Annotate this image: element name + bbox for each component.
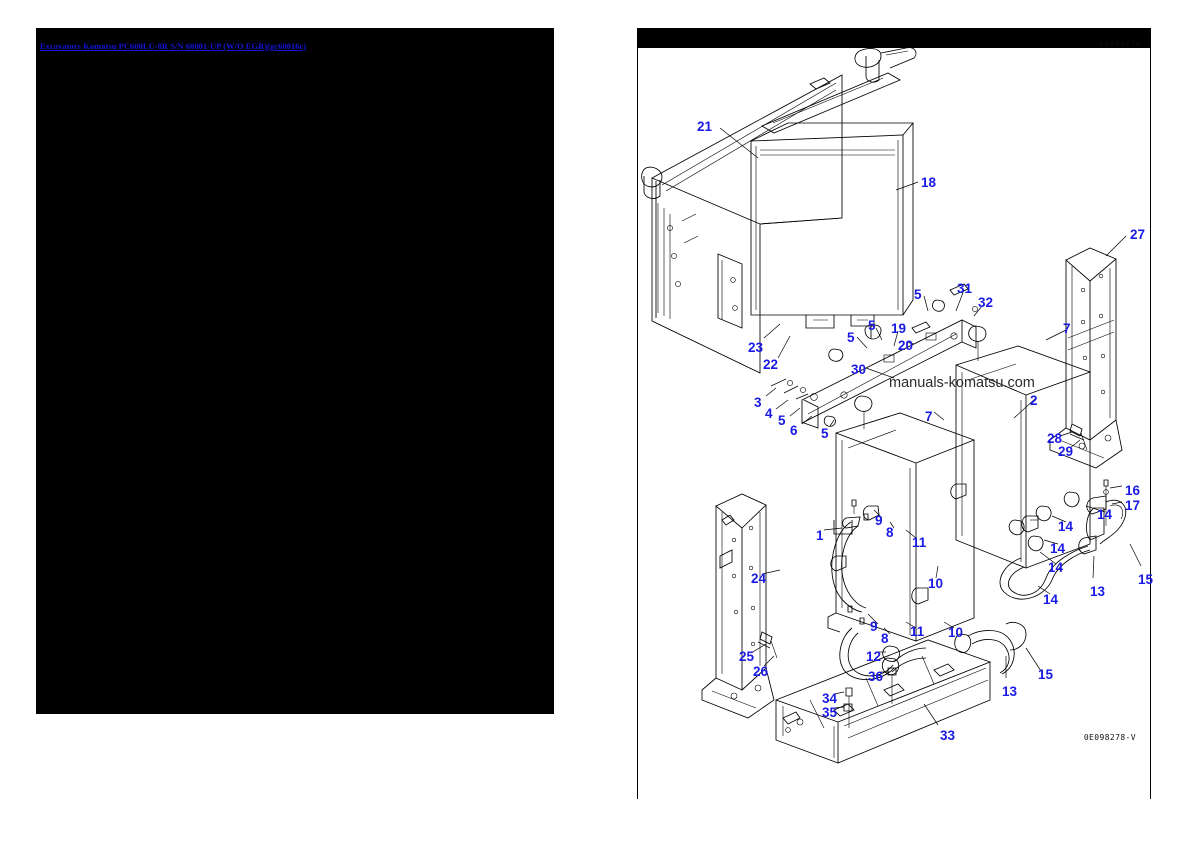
callout-8: 8 xyxy=(881,631,889,646)
document-title-link[interactable]: Excavators Komatsu PC600LC-8R S/N 60001-… xyxy=(40,42,307,51)
callout-9: 9 xyxy=(870,619,878,634)
callout-18: 18 xyxy=(921,175,937,190)
callout-28: 28 xyxy=(1047,431,1063,446)
callout-33: 33 xyxy=(940,728,956,743)
diagram-header-code: 0E098278 xyxy=(1099,40,1141,48)
callout-31: 31 xyxy=(957,281,973,296)
callout-24: 24 xyxy=(751,571,767,586)
callout-26: 26 xyxy=(753,664,769,679)
callout-14: 14 xyxy=(1050,541,1066,556)
callout-7: 7 xyxy=(925,409,933,424)
callout-29: 29 xyxy=(1058,444,1074,459)
callout-15: 15 xyxy=(1038,667,1054,682)
hose-assemblies xyxy=(831,479,1127,680)
callout-16: 16 xyxy=(1125,483,1141,498)
callout-6: 6 xyxy=(790,423,798,438)
callout-25: 25 xyxy=(739,649,755,664)
callout-17: 17 xyxy=(1125,498,1141,513)
callout-13: 13 xyxy=(1002,684,1018,699)
callout-2: 2 xyxy=(1030,393,1038,408)
callout-5: 5 xyxy=(868,318,876,333)
parts-diagram-panel: 0E098278 xyxy=(637,28,1154,799)
document-preview-panel xyxy=(36,28,554,714)
callout-36: 36 xyxy=(868,669,884,684)
part-1-cooler-assembly xyxy=(827,395,976,642)
callout-11: 11 xyxy=(912,535,927,550)
callout-8: 8 xyxy=(886,525,894,540)
callout-5: 5 xyxy=(847,330,855,345)
callout-32: 32 xyxy=(978,295,994,310)
callout-23: 23 xyxy=(748,340,764,355)
callout-11: 11 xyxy=(910,624,925,639)
callout-1: 1 xyxy=(816,528,824,543)
callout-27: 27 xyxy=(1130,227,1146,242)
callout-35: 35 xyxy=(822,705,838,720)
callout-34: 34 xyxy=(822,691,838,706)
callout-10: 10 xyxy=(928,576,944,591)
part-18-radiator-core xyxy=(717,47,917,329)
callout-9: 9 xyxy=(875,513,883,528)
part-33-lower-guard xyxy=(775,639,992,764)
callout-14: 14 xyxy=(1097,507,1113,522)
diagram-header-bar xyxy=(638,28,1150,48)
callout-13: 13 xyxy=(1090,584,1106,599)
part-24-support-post xyxy=(701,493,778,719)
callout-20: 20 xyxy=(898,338,914,353)
part-21-cooler-core xyxy=(641,74,843,374)
callout-leader-lines xyxy=(719,127,1142,726)
callout-30: 30 xyxy=(851,362,867,377)
callout-14: 14 xyxy=(1048,560,1064,575)
callout-22: 22 xyxy=(763,357,779,372)
callout-12: 12 xyxy=(866,649,882,664)
callout-5: 5 xyxy=(821,426,829,441)
parts-diagram-illustration xyxy=(641,47,1142,764)
callout-14: 14 xyxy=(1043,592,1059,607)
callout-3: 3 xyxy=(754,395,762,410)
part-27-support-post xyxy=(1049,247,1123,469)
callout-19: 19 xyxy=(891,321,907,336)
callout-7: 7 xyxy=(1063,321,1071,336)
callout-15: 15 xyxy=(1138,572,1154,587)
callout-4: 4 xyxy=(765,406,773,421)
drawing-number: 0E098278-V xyxy=(1083,733,1136,742)
callout-21: 21 xyxy=(697,119,713,134)
part-30-mounting-rail xyxy=(770,283,978,429)
callout-5: 5 xyxy=(914,287,922,302)
callout-10: 10 xyxy=(948,625,964,640)
callout-14: 14 xyxy=(1058,519,1074,534)
site-watermark: manuals-komatsu.com xyxy=(889,375,1035,391)
callout-5: 5 xyxy=(778,413,786,428)
